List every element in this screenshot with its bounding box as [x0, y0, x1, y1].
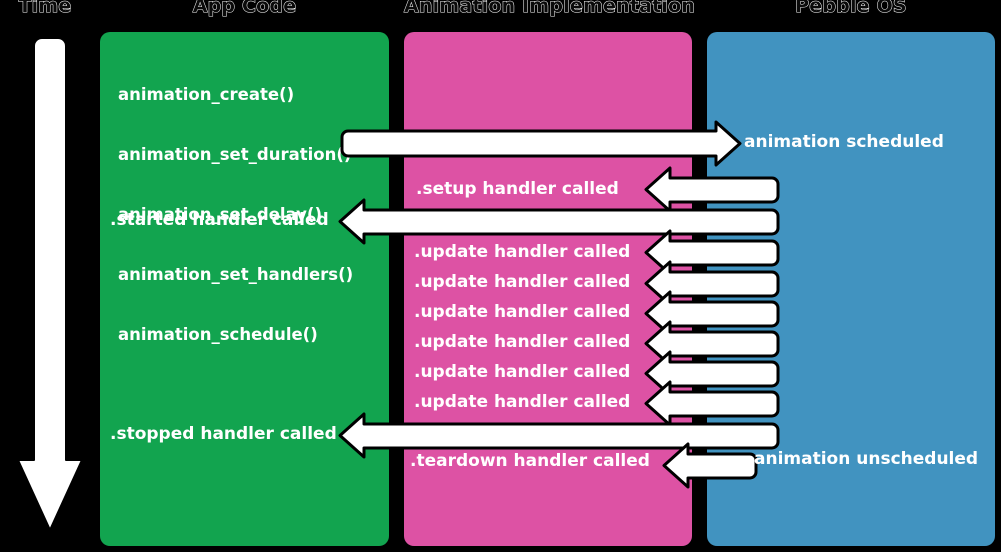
event-label-update-handler-2: .update handler called [414, 272, 631, 292]
event-label-stopped-handler: .stopped handler called [110, 424, 337, 444]
column-header-pebble-os: Pebble OS [795, 0, 907, 18]
column-header-app-code: App Code [192, 0, 297, 18]
code-line: animation_set_delay() [118, 205, 323, 224]
event-label-animation-unscheduled: animation unscheduled [754, 449, 979, 469]
column-header-animation-implementation: Animation Implementation [404, 0, 696, 18]
code-line: animation_create() [118, 85, 295, 104]
event-label-update-handler-1: .update handler called [414, 242, 631, 262]
event-label-animation-scheduled: animation scheduled [744, 132, 944, 152]
time-down-arrow [17, 37, 83, 531]
event-label-setup-handler: .setup handler called [416, 179, 619, 199]
lane-animation-implementation [404, 32, 692, 546]
event-label-update-handler-6: .update handler called [414, 392, 631, 412]
code-line: animation_set_duration() [118, 145, 352, 164]
event-label-update-handler-5: .update handler called [414, 362, 631, 382]
code-line: animation_schedule() [118, 325, 318, 344]
event-label-update-handler-3: .update handler called [414, 302, 631, 322]
event-label-update-handler-4: .update handler called [414, 332, 631, 352]
event-label-teardown-handler: .teardown handler called [410, 451, 650, 471]
code-line: animation_set_handlers() [118, 265, 354, 284]
lane-app-code [100, 32, 389, 546]
event-label-started-handler: .started handler called [110, 210, 329, 230]
column-header-time: Time [18, 0, 72, 18]
app-code-listing: animation_create() animation_set_duratio… [118, 45, 353, 385]
